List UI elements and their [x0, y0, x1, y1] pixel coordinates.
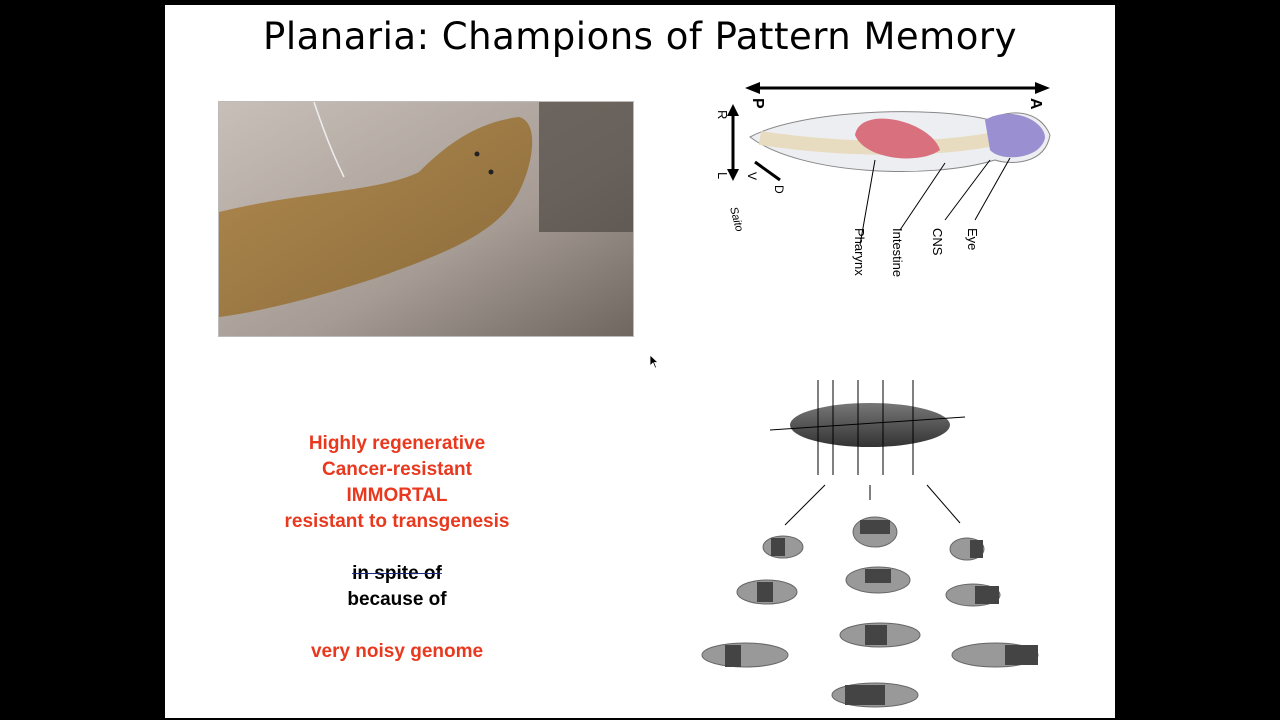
mouse-cursor-icon	[650, 355, 660, 369]
svg-text:Intestine: Intestine	[890, 228, 905, 277]
svg-text:D: D	[772, 185, 786, 194]
svg-text:Saito: Saito	[727, 206, 745, 233]
slide: Planaria: Champions of Pattern Memory P …	[165, 5, 1115, 718]
svg-text:L: L	[715, 172, 730, 179]
svg-text:A: A	[1027, 98, 1044, 110]
replacement-text: because of	[347, 589, 447, 610]
svg-text:V: V	[745, 172, 759, 180]
planarian-photo	[218, 101, 634, 337]
conclusion-text: very noisy genome	[310, 641, 484, 662]
fact-item: IMMORTAL	[346, 485, 448, 506]
svg-text:CNS: CNS	[930, 228, 945, 256]
planaria-properties: Highly regenerative Cancer-resistant IMM…	[247, 431, 547, 665]
svg-text:P: P	[749, 98, 766, 109]
svg-text:Pharynx: Pharynx	[852, 228, 867, 276]
slide-title: Planaria: Champions of Pattern Memory	[263, 15, 1017, 58]
svg-text:Eye: Eye	[965, 228, 980, 250]
svg-text:R: R	[715, 110, 730, 119]
fact-item: Highly regenerative	[308, 433, 486, 454]
regeneration-fragments-diagram	[701, 380, 1039, 708]
struck-text: in spite of	[352, 563, 442, 584]
fact-item: Cancer-resistant	[322, 459, 472, 480]
planarian-anatomy-diagram: P A R L V D Saito Pharynx Intestine CNS …	[715, 82, 1051, 277]
fact-item: resistant to transgenesis	[284, 511, 510, 532]
